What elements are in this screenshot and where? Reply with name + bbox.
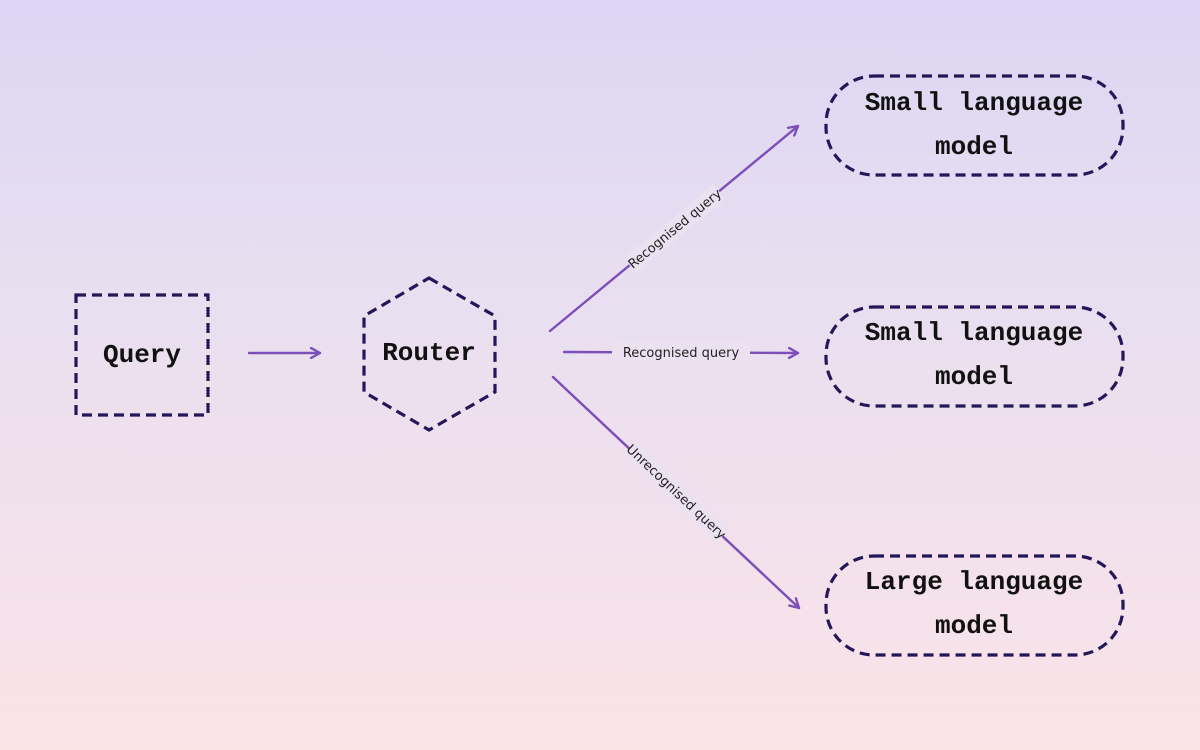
router-label: Router: [382, 338, 476, 368]
query-box: [74, 293, 210, 417]
edge-top-label: Recognised query: [626, 186, 725, 272]
router-node: Router: [362, 276, 497, 432]
query-node: Query: [74, 293, 210, 417]
router-hexagon: [362, 276, 497, 432]
llm-bottom-box: [824, 554, 1125, 657]
llm-bottom-node: Large language model: [824, 554, 1125, 657]
edge-router-to-llm-bottom: Unrecognised query: [551, 375, 801, 610]
edge-router-to-slm-top: Recognised query: [548, 124, 800, 333]
slm-top-box: [824, 74, 1125, 177]
slm-top-node: Small language model: [824, 74, 1125, 177]
slm-middle-label-line2: model: [935, 362, 1013, 392]
slm-top-label-line1: Small language: [865, 88, 1083, 118]
edge-router-to-slm-middle: Recognised query: [562, 342, 800, 362]
slm-middle-node: Small language model: [824, 305, 1125, 408]
edge-bottom-label: Unrecognised query: [623, 442, 729, 543]
slm-top-label-line2: model: [935, 132, 1013, 162]
query-label: Query: [103, 340, 181, 370]
edge-middle-label-bg: [612, 342, 750, 362]
edge-top-label-bg: [623, 184, 726, 273]
llm-bottom-label-line1: Large language: [865, 567, 1083, 597]
slm-middle-box: [824, 305, 1125, 408]
slm-middle-label-line1: Small language: [865, 318, 1083, 348]
edge-middle-label: Recognised query: [623, 346, 740, 361]
edge-bottom-label-bg: [623, 440, 730, 543]
llm-bottom-label-line2: model: [935, 611, 1013, 641]
